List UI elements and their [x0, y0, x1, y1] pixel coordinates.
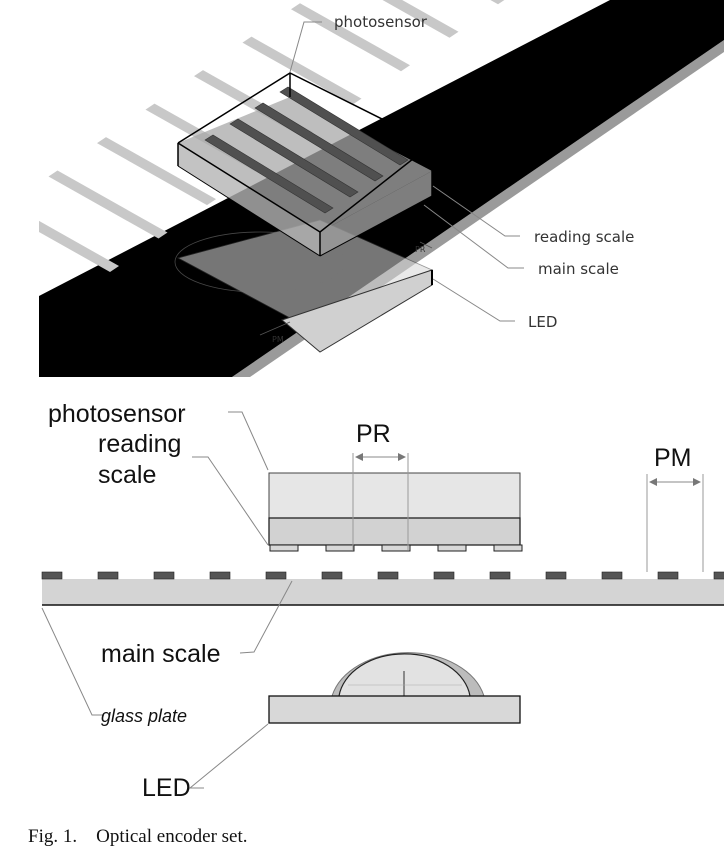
- main-scale-mark: [489, 571, 511, 580]
- section-reading-scale: [268, 517, 521, 546]
- section-label-led: LED: [142, 774, 191, 802]
- main-scale-mark: [713, 571, 724, 580]
- section-label-reading: reading: [98, 430, 181, 458]
- section-label-pr: PR: [356, 420, 391, 448]
- section-leader-main-scale: [239, 580, 293, 654]
- main-scale-mark: [545, 571, 567, 580]
- main-scale-slit: [490, 0, 505, 5]
- reading-scale-tooth: [381, 544, 411, 552]
- main-scale-mark: [97, 571, 119, 580]
- iso-label-led: LED: [528, 313, 557, 331]
- iso-label-reading-scale: reading scale: [534, 228, 634, 246]
- reading-scale-slit: [254, 102, 384, 182]
- iso-leader-photosensor: [289, 21, 322, 73]
- main-scale-slit: [242, 36, 362, 105]
- section-view: PR PM photosensor reading scale main sca…: [41, 400, 724, 802]
- main-scale-mark: [433, 571, 455, 580]
- iso-photosensor: [177, 72, 434, 257]
- reading-scale-tooth: [493, 544, 523, 552]
- section-photosensor: [268, 472, 521, 519]
- section-label-photosensor: photosensor: [48, 400, 186, 428]
- main-scale-mark: [377, 571, 399, 580]
- main-scale-mark: [657, 571, 679, 580]
- iso-label-photosensor: photosensor: [334, 13, 428, 31]
- main-scale-mark: [153, 571, 175, 580]
- main-scale-marks: [41, 571, 724, 580]
- main-scale-slit: [97, 137, 216, 206]
- reading-scale-tooth: [325, 544, 355, 552]
- reading-scale-slit: [204, 134, 334, 214]
- main-scale-slit: [291, 3, 410, 72]
- iso-label-main-scale: main scale: [538, 260, 619, 278]
- section-label-scale: scale: [98, 461, 156, 489]
- section-leader-led: [188, 723, 269, 789]
- section-glass-plate: [42, 579, 724, 605]
- reading-scale-slit: [279, 86, 409, 166]
- section-label-glass-plate: glass plate: [101, 706, 187, 726]
- main-scale-mark: [265, 571, 287, 580]
- main-scale-mark: [209, 571, 231, 580]
- main-scale-mark: [601, 571, 623, 580]
- section-leader-photosensor: [228, 411, 269, 471]
- main-scale-mark: [321, 571, 343, 580]
- iso-leader-reading-scale: [432, 185, 520, 237]
- reading-scale-slits: [204, 86, 409, 214]
- iso-leader-main-scale: [423, 204, 524, 269]
- main-scale-mark: [41, 571, 63, 580]
- reading-scale-tooth: [437, 544, 467, 552]
- iso-label-pm: PM: [272, 335, 284, 344]
- section-leader-reading-scale: [192, 456, 269, 546]
- section-label-main-scale: main scale: [101, 640, 221, 668]
- iso-leader-led: [432, 278, 515, 322]
- reading-scale-tooth: [269, 544, 299, 552]
- reading-scale-teeth: [269, 544, 523, 552]
- figure-caption: Fig. 1. Optical encoder set.: [28, 826, 248, 847]
- iso-led: [174, 219, 434, 353]
- iso-view: photosensor reading scale main scale LED…: [39, 0, 724, 377]
- reading-scale-slit: [229, 118, 359, 198]
- main-scale-slit: [382, 0, 459, 38]
- section-leader-glass-plate: [41, 607, 104, 716]
- iso-label-pr: PR: [415, 245, 426, 254]
- section-label-pm: PM: [654, 444, 692, 472]
- main-scale-slit: [48, 170, 168, 239]
- main-scale-slit: [39, 220, 119, 272]
- section-led: [268, 652, 521, 724]
